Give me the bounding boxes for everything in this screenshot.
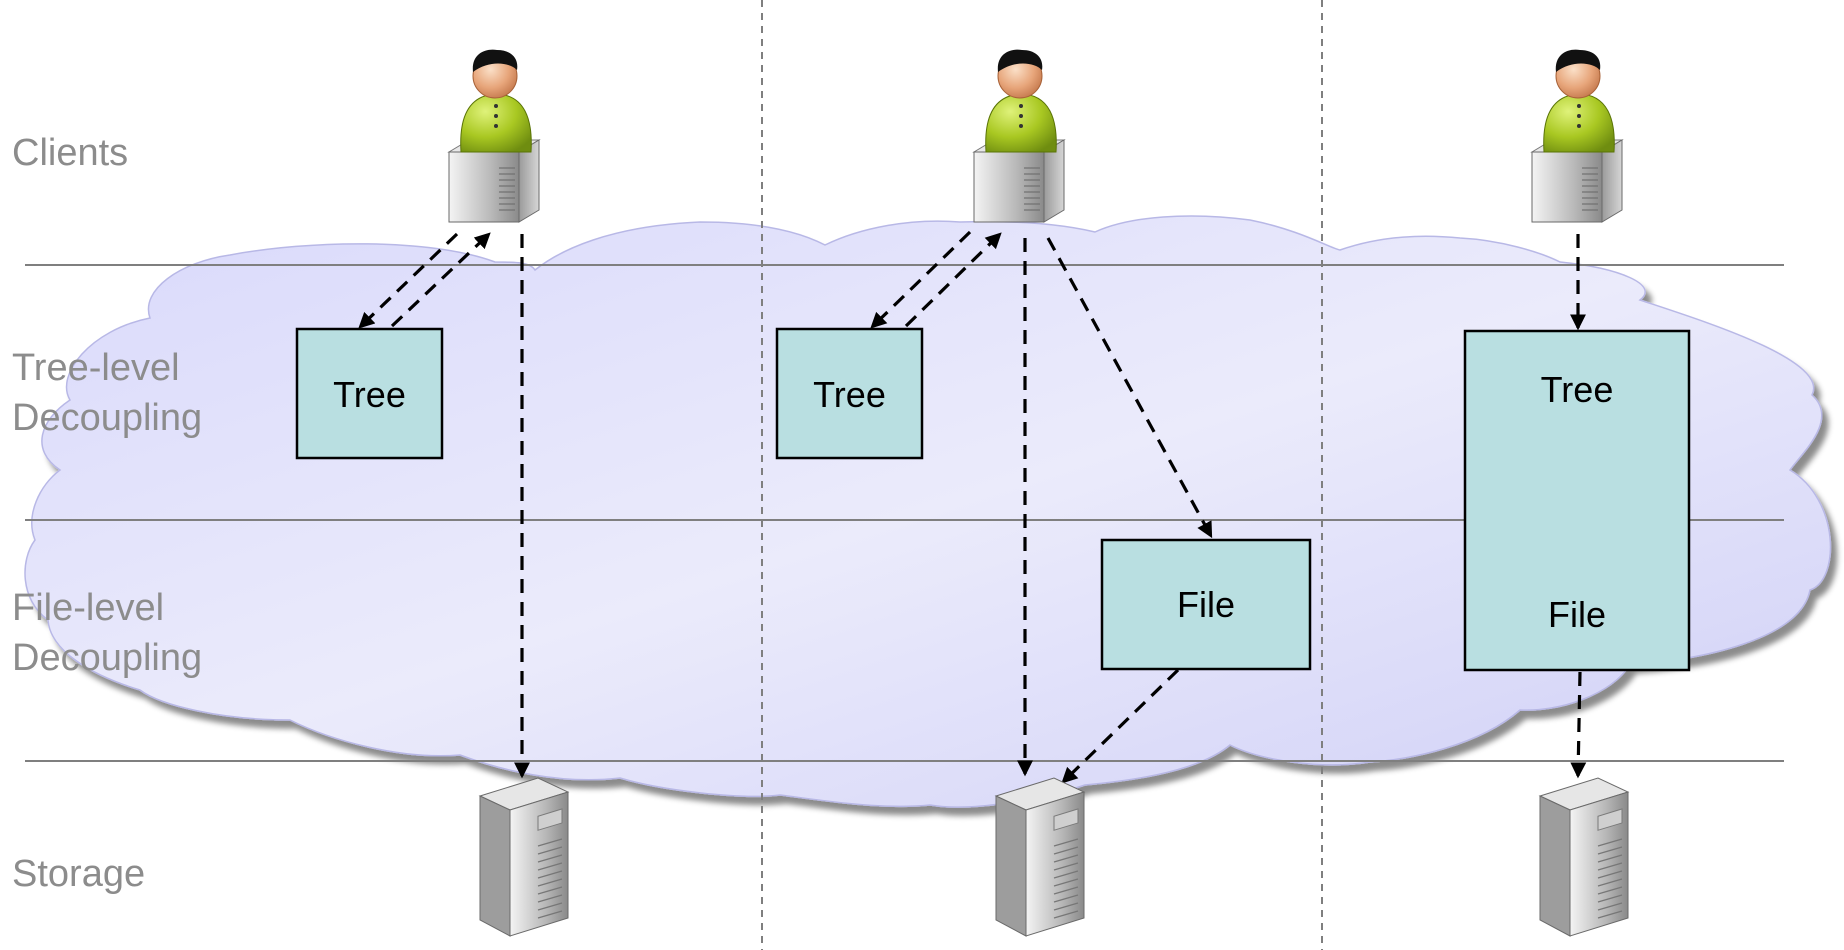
column-3-tree-file-box: Tree File — [1463, 329, 1691, 672]
client-icon — [973, 49, 1065, 223]
column-3-tree-label: Tree — [1541, 369, 1614, 410]
column-2-file-box: File — [1100, 538, 1312, 671]
column-2-file-label: File — [1177, 584, 1235, 625]
col2-file-to-storage-arrow — [1061, 668, 1180, 784]
col2-file-arrow — [1046, 237, 1213, 539]
layer-label-storage: Storage — [12, 853, 145, 895]
column-1-tree-label: Tree — [333, 374, 406, 415]
storage-server-icon — [1539, 777, 1629, 937]
storage-server-icon — [479, 777, 569, 937]
client-icon — [448, 49, 540, 223]
column-3-file-label: File — [1548, 594, 1606, 635]
column-2-tree-box: Tree — [775, 327, 924, 460]
layer-label-tree-line1: Tree-level — [12, 347, 180, 389]
layer-label-clients: Clients — [12, 132, 128, 174]
column-1-tree-box: Tree — [295, 327, 444, 460]
layer-label-file-line1: File-level — [12, 587, 164, 629]
layer-label-file-line2: Decoupling — [12, 637, 202, 679]
layer-label-tree-line2: Decoupling — [12, 397, 202, 439]
col3-storage-arrow — [1570, 671, 1587, 779]
column-2-tree-label: Tree — [813, 374, 886, 415]
client-icon — [1531, 49, 1623, 223]
storage-server-icon — [995, 777, 1085, 937]
